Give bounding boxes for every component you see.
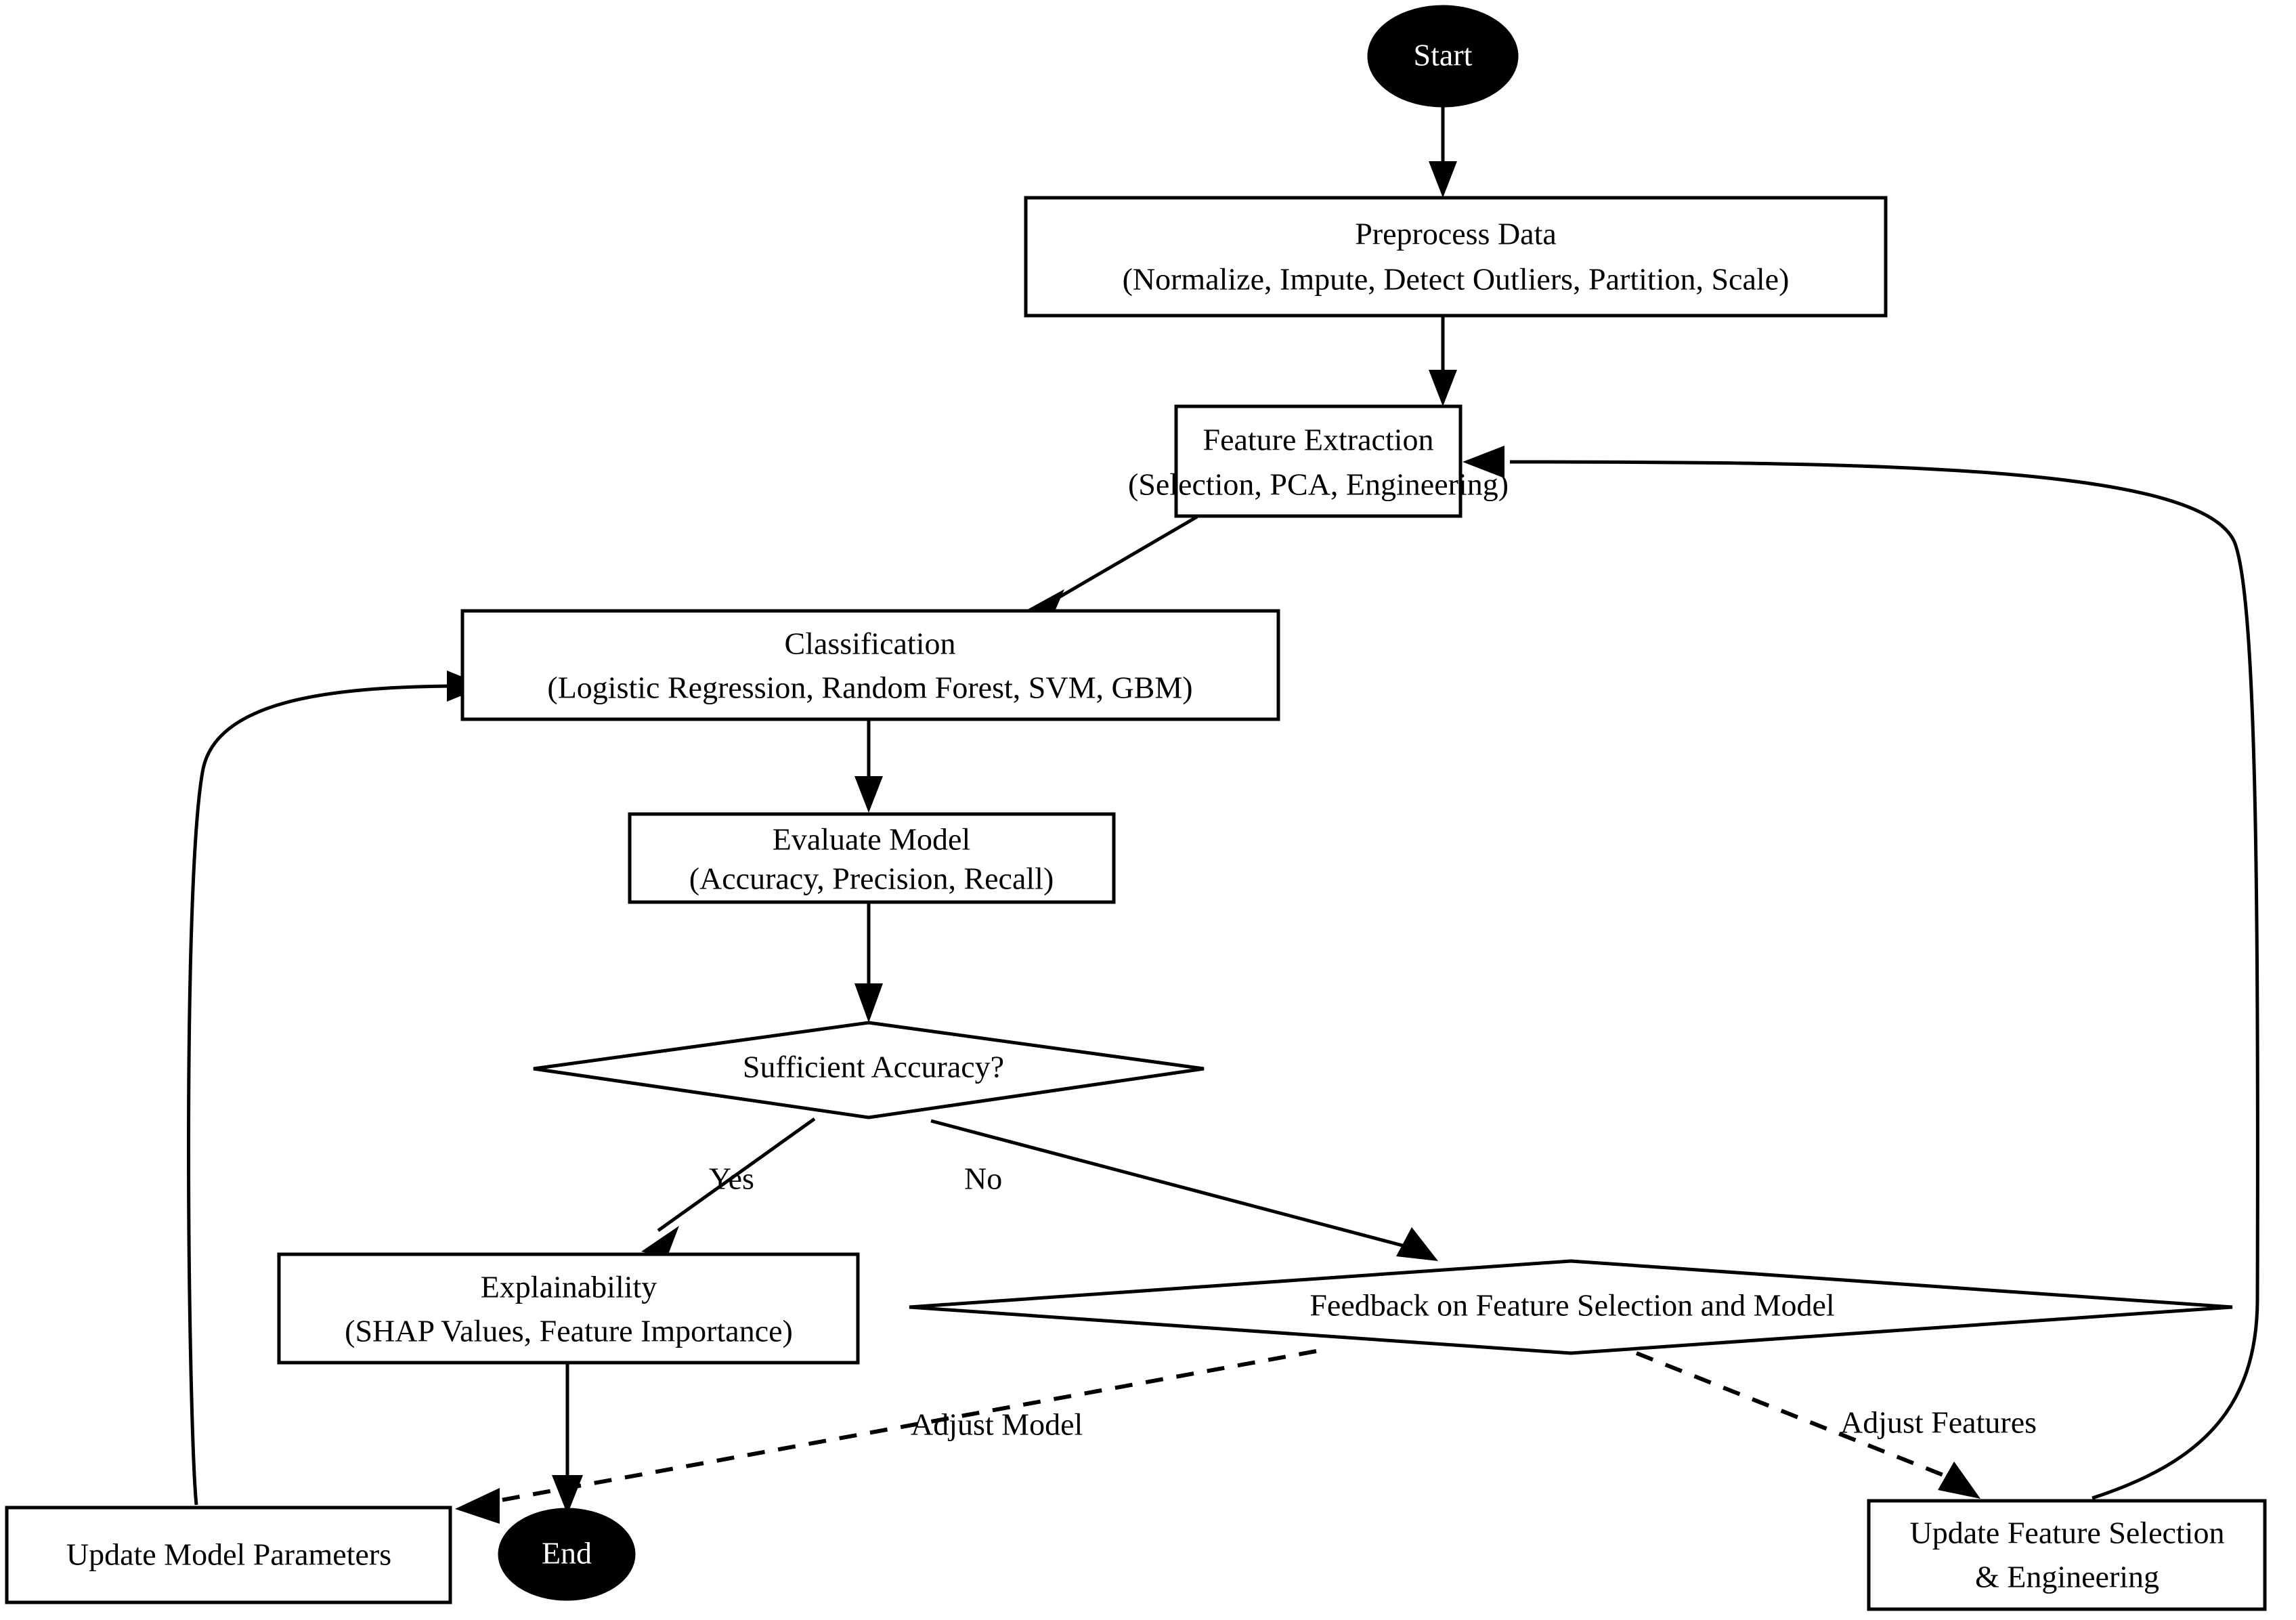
preprocess-data-box	[1024, 196, 1888, 318]
arrow-head-icon	[1463, 446, 1504, 478]
sufficient-accuracy-diamond	[533, 1021, 1205, 1120]
arrow-head-icon	[1429, 370, 1457, 406]
edge-label-adjust-model: Adjust Model	[911, 1407, 1083, 1442]
edge-explainability-to-end	[552, 1363, 583, 1514]
node-start[interactable]: Start	[1367, 5, 1519, 108]
node-label-explainability-line2: (SHAP Values, Feature Importance)	[345, 1314, 793, 1348]
node-evaluate-model[interactable]: Evaluate Model (Accuracy, Precision, Rec…	[628, 812, 1116, 904]
arrow-head-icon	[854, 776, 883, 813]
edge-update-model-parameters-to-classification	[187, 670, 485, 1506]
node-label-preprocess-line1: Preprocess Data	[1355, 217, 1557, 251]
node-label-feature-extraction-line1: Feature Extraction	[1203, 423, 1433, 457]
explainability-box	[277, 1252, 860, 1365]
node-label-explainability-line1: Explainability	[481, 1270, 657, 1304]
node-classification[interactable]: Classification (Logistic Regression, Ran…	[460, 609, 1280, 721]
edge-label-adjust-features: Adjust Features	[1840, 1405, 2037, 1440]
edge-feature-extraction-to-classification	[1024, 515, 1198, 620]
node-label-feedback: Feedback on Feature Selection and Model	[1309, 1288, 1834, 1323]
end-ellipse	[498, 1508, 636, 1601]
feedback-diamond	[909, 1259, 2233, 1355]
edge-line	[187, 684, 461, 1506]
classification-box	[460, 609, 1280, 721]
node-feedback-decision[interactable]: Feedback on Feature Selection and Model	[909, 1259, 2233, 1355]
node-label-feature-extraction-line2: (Selection, PCA, Engineering)	[1128, 467, 1509, 502]
node-label-update-model-parameters: Update Model Parameters	[66, 1537, 391, 1572]
edge-line	[657, 1117, 816, 1233]
edge-start-to-preprocess	[1429, 106, 1457, 198]
start-ellipse	[1367, 5, 1519, 108]
node-label-update-feature-selection-line1: Update Feature Selection	[1910, 1516, 2225, 1550]
node-label-preprocess-line2: (Normalize, Impute, Detect Outliers, Par…	[1123, 262, 1790, 297]
edge-evaluate-to-decision	[854, 903, 883, 1023]
node-sufficient-accuracy-decision[interactable]: Sufficient Accuracy?	[533, 1021, 1205, 1120]
edge-line	[1045, 515, 1198, 607]
edge-line-dashed	[500, 1349, 1317, 1502]
node-label-end: End	[542, 1536, 592, 1571]
node-explainability[interactable]: Explainability (SHAP Values, Feature Imp…	[277, 1252, 860, 1365]
arrow-head-icon	[641, 1226, 679, 1258]
node-update-feature-selection[interactable]: Update Feature Selection & Engineering	[1867, 1499, 2267, 1611]
edge-label-no: No	[964, 1161, 1002, 1196]
update-model-parameters-box	[5, 1506, 452, 1604]
edge-line	[930, 1119, 1418, 1252]
edge-feedback-to-update-feature-selection: Adjust Features	[1635, 1351, 2037, 1499]
node-label-evaluate-line2: (Accuracy, Precision, Recall)	[689, 861, 1054, 896]
edge-classification-to-evaluate	[854, 719, 883, 813]
edge-label-yes: Yes	[709, 1161, 754, 1196]
node-label-classification-line1: Classification	[785, 626, 956, 661]
arrow-head-icon	[455, 1488, 500, 1524]
edge-preprocess-to-feature-extraction	[1429, 316, 1457, 406]
edge-decision-yes-to-explainability: Yes	[641, 1117, 816, 1258]
arrow-head-icon	[1429, 161, 1457, 198]
node-feature-extraction[interactable]: Feature Extraction (Selection, PCA, Engi…	[1128, 404, 1509, 518]
node-label-start: Start	[1414, 38, 1473, 72]
edge-line-dashed	[1635, 1351, 1948, 1478]
arrow-head-icon	[1938, 1462, 1980, 1499]
node-label-sufficient-accuracy: Sufficient Accuracy?	[743, 1050, 1004, 1084]
evaluate-model-box	[628, 812, 1116, 904]
node-label-evaluate-line1: Evaluate Model	[773, 822, 971, 857]
edge-feedback-to-update-model-parameters: Adjust Model	[455, 1349, 1317, 1524]
arrow-head-icon	[552, 1475, 583, 1514]
node-label-update-feature-selection-line2: & Engineering	[1975, 1560, 2159, 1594]
feature-extraction-box	[1174, 404, 1463, 518]
edge-line	[1509, 460, 2259, 1500]
edge-decision-no-to-feedback: No	[930, 1119, 1438, 1261]
edge-update-feature-selection-to-feature-extraction	[1463, 446, 2259, 1500]
node-update-model-parameters[interactable]: Update Model Parameters	[5, 1506, 452, 1604]
node-label-classification-line2: (Logistic Regression, Random Forest, SVM…	[547, 670, 1192, 705]
update-feature-selection-box	[1867, 1499, 2267, 1611]
arrow-head-icon	[854, 983, 883, 1023]
node-preprocess-data[interactable]: Preprocess Data (Normalize, Impute, Dete…	[1024, 196, 1888, 318]
arrow-head-icon	[1396, 1227, 1438, 1261]
node-end[interactable]: End	[498, 1508, 636, 1601]
